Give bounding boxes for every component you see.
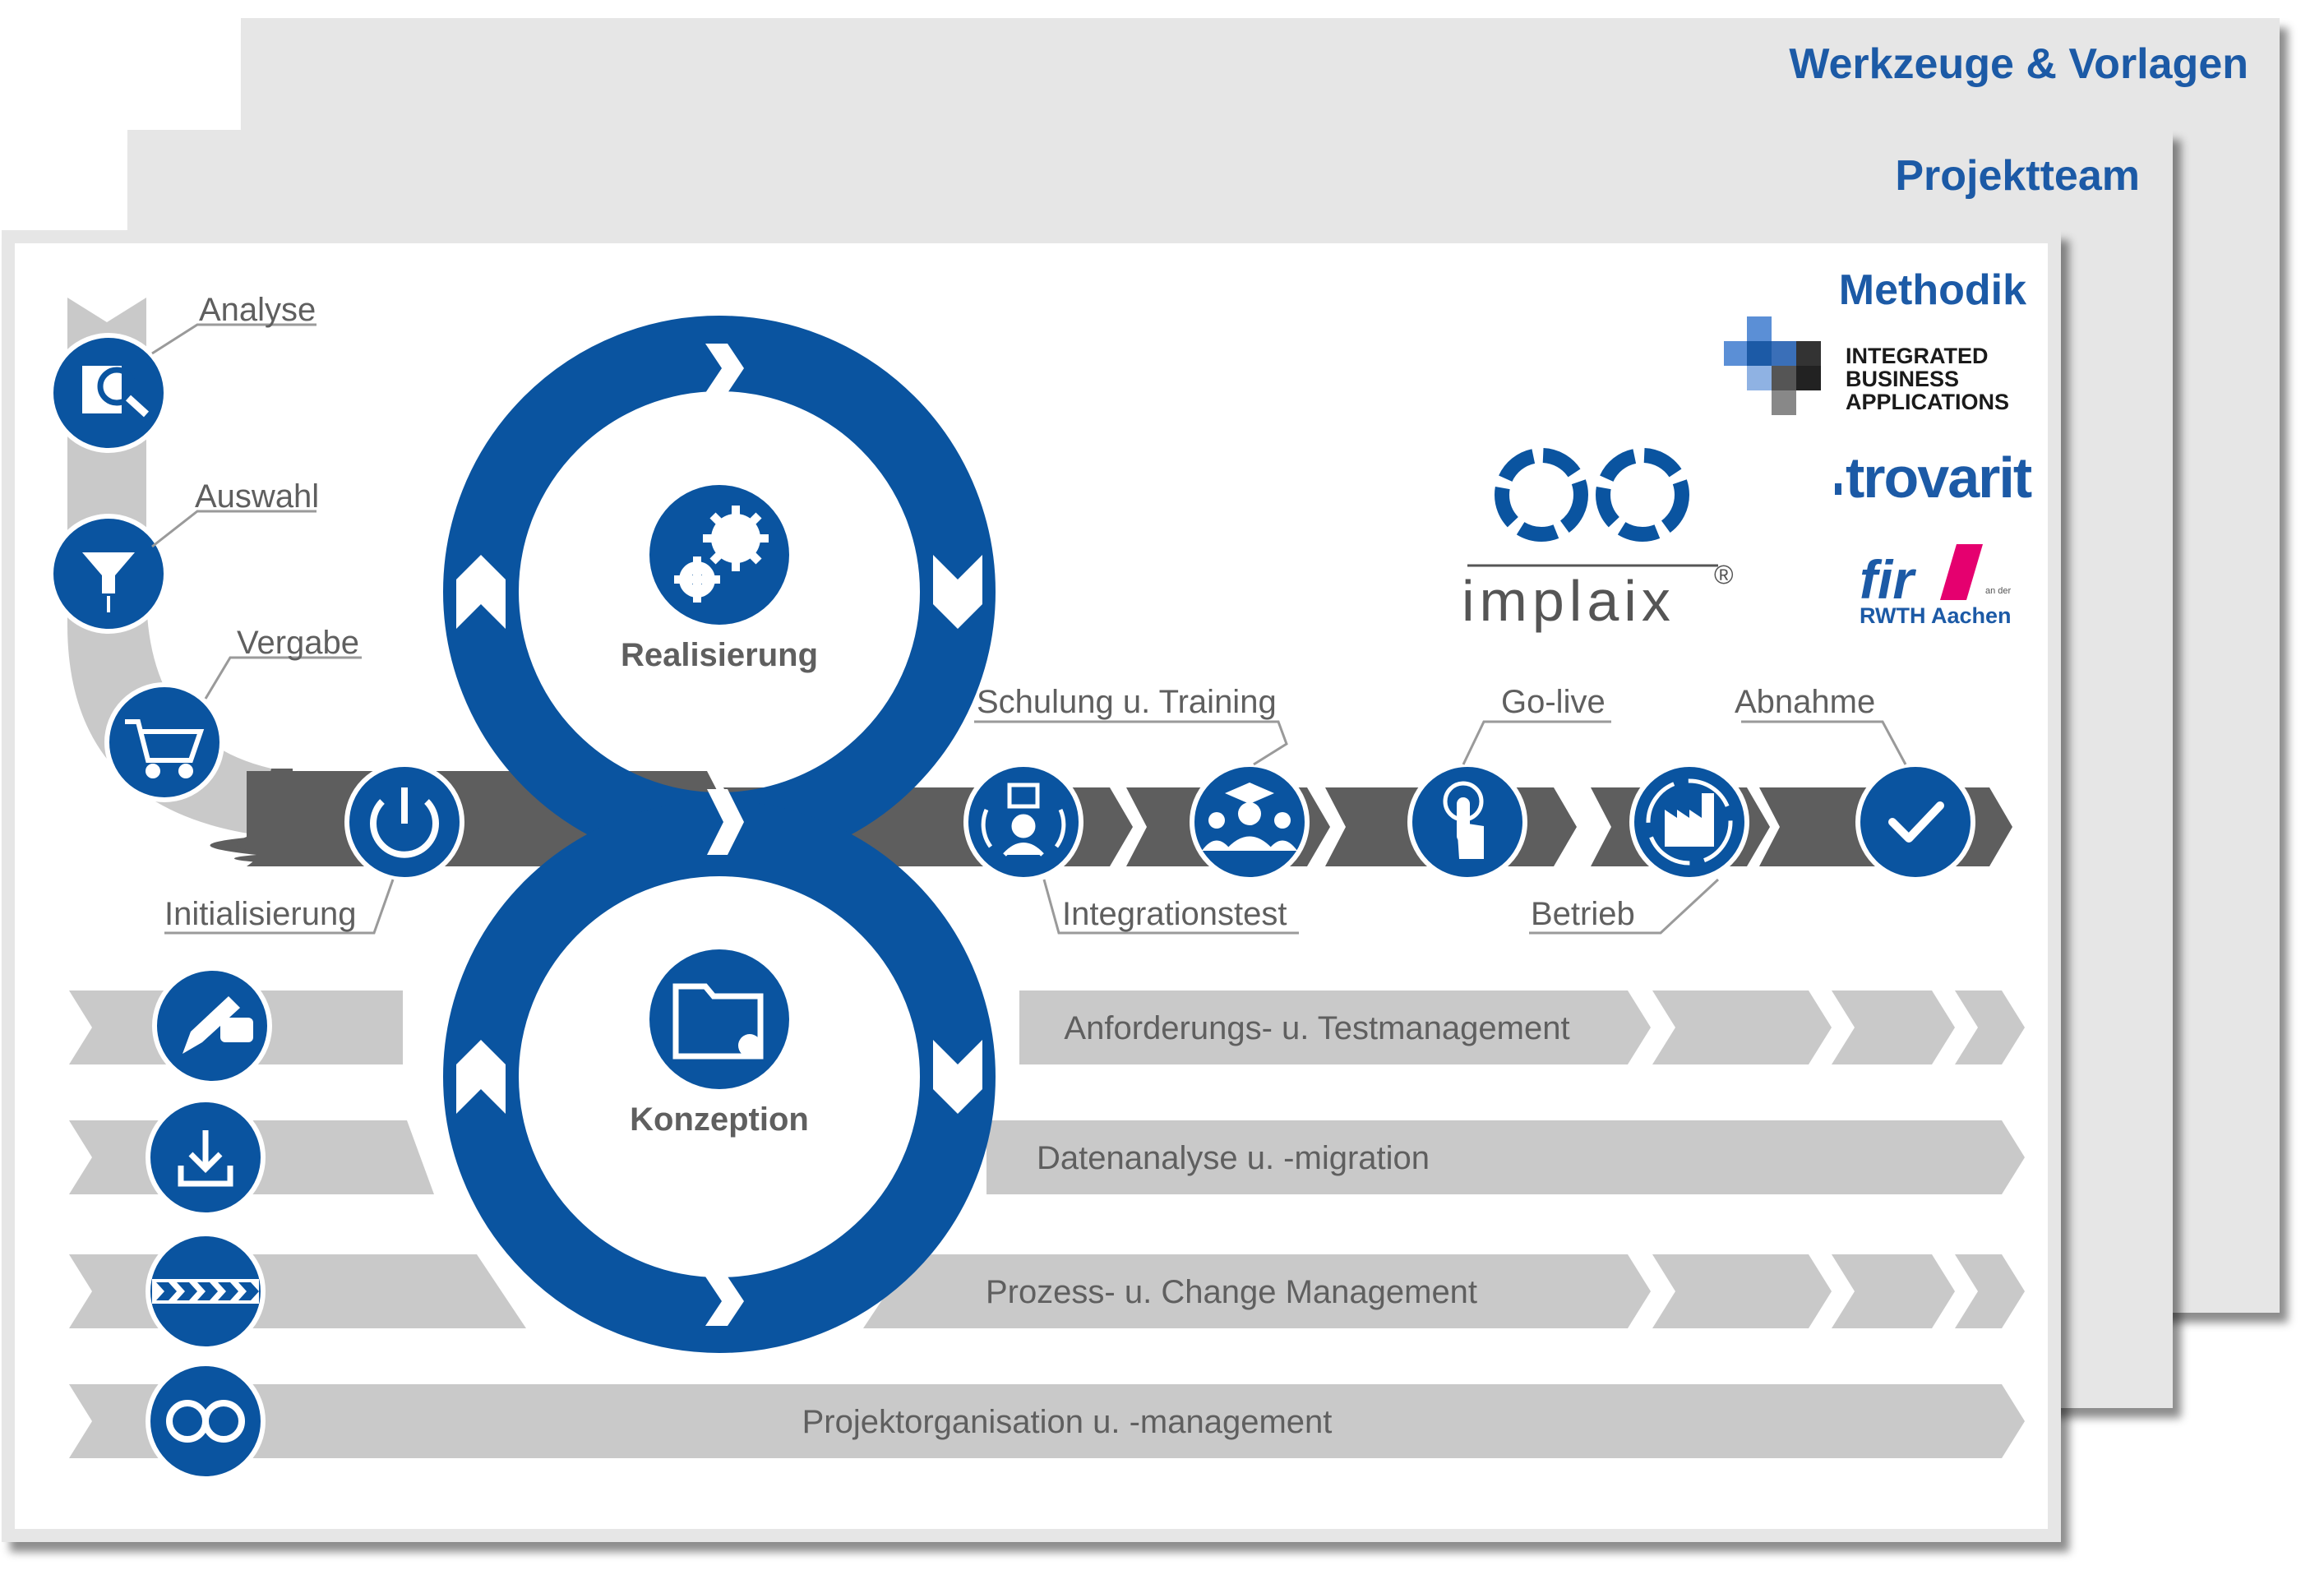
svg-text:an der: an der xyxy=(1985,586,2012,596)
card-werkzeuge-title: Werkzeuge & Vorlagen xyxy=(1789,40,2248,88)
label-vergabe: Vergabe xyxy=(237,625,359,661)
label-golive: Go-live xyxy=(1501,684,1606,720)
svg-text:implaix: implaix xyxy=(1462,569,1675,633)
svg-text:RWTH Aachen: RWTH Aachen xyxy=(1860,603,2012,628)
methodik-panel xyxy=(15,243,2048,1529)
checkmark-icon xyxy=(1855,762,1975,882)
card-projektteam-title: Projektteam xyxy=(1895,152,2140,200)
cycle-figure-eight: Realisierung Konzeption xyxy=(443,316,996,1353)
label-betrieb: Betrieb xyxy=(1531,896,1635,932)
label-auswahl: Auswahl xyxy=(195,478,319,515)
svg-text:fir: fir xyxy=(1860,549,1916,610)
svg-text:®: ® xyxy=(1714,560,1734,589)
bar-projekt-label: Projektorganisation u. -management xyxy=(802,1404,1333,1440)
label-initialisierung: Initialisierung xyxy=(164,896,356,932)
iba-logo: INTEGRATED BUSINESS APPLICATIONS xyxy=(1724,316,2009,415)
folder-icon xyxy=(649,949,789,1089)
implaix-logo: implaix ® xyxy=(1462,448,1734,633)
card-methodik-title: Methodik xyxy=(1839,266,2026,314)
label-analyse: Analyse xyxy=(199,292,316,328)
cycle-bottom-label: Konzeption xyxy=(630,1101,809,1138)
iba-line3: APPLICATIONS xyxy=(1846,390,2009,414)
bar-prozess-label: Prozess- u. Change Management xyxy=(986,1274,1477,1310)
shopping-cart-icon xyxy=(104,682,224,802)
iba-line2: BUSINESS xyxy=(1846,367,1959,391)
leader-lines xyxy=(151,323,1907,935)
folder-icon-glyph xyxy=(672,983,764,1060)
iba-line1: INTEGRATED xyxy=(1846,344,1989,368)
label-integrationstest: Integrationstest xyxy=(1062,896,1287,932)
gears-icon-glyph xyxy=(674,506,769,603)
swimlane-icons xyxy=(146,966,272,1481)
label-schulung: Schulung u. Training xyxy=(977,684,1277,720)
fir-logo: fir an der RWTH Aachen xyxy=(1860,544,2012,628)
svg-text:trovarit: trovarit xyxy=(1846,446,2032,510)
trovarit-logo: trovarit xyxy=(1835,446,2034,510)
bar-daten-label: Datenanalyse u. -migration xyxy=(1037,1140,1430,1176)
cycle-top-label: Realisierung xyxy=(621,637,818,673)
label-abnahme: Abnahme xyxy=(1735,684,1875,720)
bar-anforderungen-label: Anforderungs- u. Testmanagement xyxy=(1064,1010,1569,1046)
step-icons xyxy=(49,333,1975,882)
